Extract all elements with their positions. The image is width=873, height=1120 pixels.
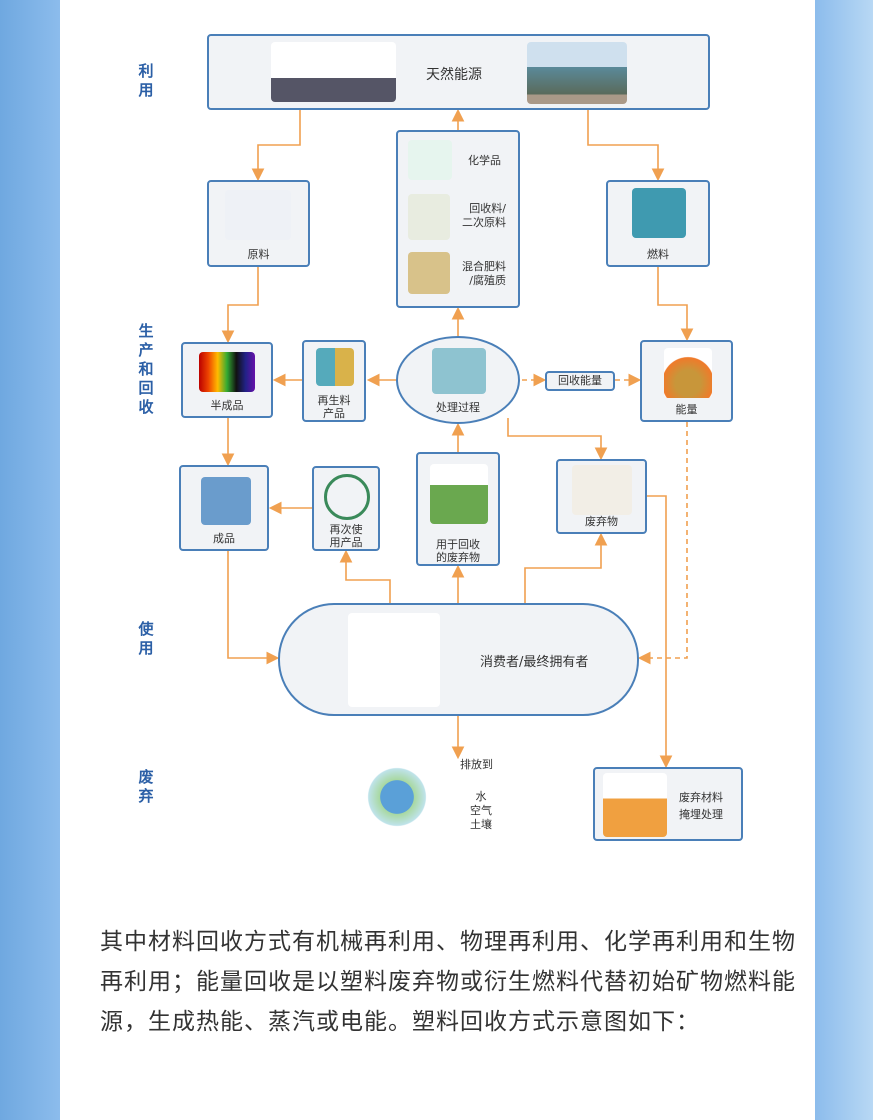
process-label: 处理过程 (436, 401, 480, 414)
landfill-icon (603, 773, 667, 837)
product-label: 成品 (213, 532, 235, 545)
energy-box: 能量 (640, 340, 733, 422)
stage-use2: 使用 (138, 620, 154, 657)
stage-production: 生产和回收 (138, 322, 154, 416)
stage-discard: 废弃 (138, 768, 154, 805)
stage-use1: 利用 (138, 62, 154, 99)
body-paragraph: 其中材料回收方式有机械再利用、物理再利用、化学再利用和生物再利用；能量回收是以塑… (100, 929, 796, 1035)
fuel-box: 燃料 (606, 180, 710, 267)
fuel-label: 燃料 (647, 248, 669, 261)
natural-energy-label: 天然能源 (426, 67, 482, 83)
emit-label: 排放到 (460, 758, 493, 771)
compost-bag-icon (408, 252, 450, 294)
semi-product-box: 半成品 (181, 342, 273, 418)
regen-product-box: 再生料 产品 (302, 340, 366, 422)
raw-material-box: 原料 (207, 180, 310, 267)
oil-pump-icon (271, 42, 396, 102)
recycle-bin-icon (430, 464, 488, 524)
chemicals-label: 化学品 (468, 154, 501, 167)
waste-box: 废弃物 (556, 459, 647, 534)
waste-label: 废弃物 (585, 515, 618, 528)
landfill-box: 废弃材料 掩埋处理 (593, 767, 743, 841)
process-ellipse: 处理过程 (396, 336, 520, 424)
waste-recycle-label: 用于回收 的废弃物 (436, 538, 480, 564)
outputs-box: 化学品 回收料/ 二次原料 混合肥料 /腐殖质 (396, 130, 520, 308)
trash-pile-icon (572, 465, 632, 515)
factory-icon (432, 348, 486, 394)
globe-icon (362, 765, 432, 829)
regen-label: 再生料 产品 (317, 394, 351, 420)
landfill-label: 废弃材料 掩埋处理 (679, 791, 723, 821)
reuse-box: 再次使 用产品 (312, 466, 380, 551)
recycled-material-label: 回收料/ 二次原料 (462, 202, 506, 229)
reuse-cycle-icon (324, 474, 370, 520)
natural-energy-box: 天然能源 (207, 34, 710, 110)
chemical-flask-icon (408, 140, 452, 180)
product-box: 成品 (179, 465, 269, 551)
semi-label: 半成品 (210, 399, 244, 412)
compost-label: 混合肥料 /腐殖质 (462, 260, 506, 287)
consumer-label: 消费者/最终拥有者 (480, 655, 589, 670)
waste-recycle-box: 用于回收 的废弃物 (416, 452, 500, 566)
generator-icon (632, 188, 686, 238)
conveyor-icon (408, 194, 450, 240)
color-pellets-icon (199, 352, 255, 392)
molecule-icon (225, 190, 291, 240)
oil-rig-icon (527, 42, 627, 104)
consumer-pill: 消费者/最终拥有者 (278, 603, 639, 716)
shopping-icon (348, 613, 440, 707)
raw-label: 原料 (247, 248, 270, 261)
bag-bottle-icon (201, 477, 251, 525)
regen-bottles-icon (316, 348, 354, 386)
recover-energy-box: 回收能量 (545, 371, 615, 391)
fire-coins-icon (664, 348, 712, 398)
emit-targets: 水 空气 土壤 (470, 790, 492, 831)
energy-label: 能量 (675, 403, 698, 416)
reuse-label: 再次使 用产品 (329, 523, 363, 549)
